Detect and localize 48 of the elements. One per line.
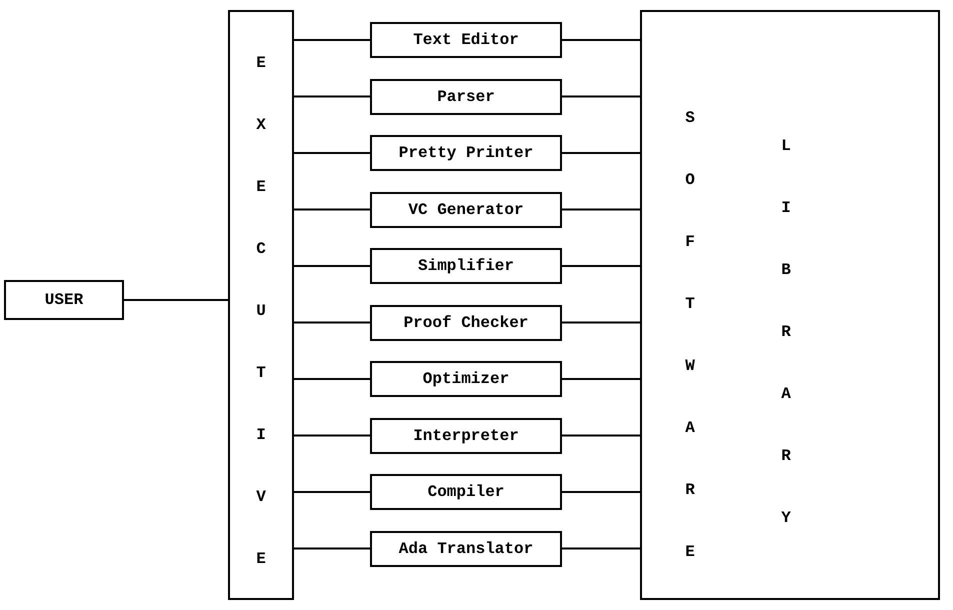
box-label: Compiler — [428, 483, 504, 501]
connector-line — [562, 265, 640, 267]
process-box — [370, 22, 562, 58]
process-box — [370, 361, 562, 397]
column-label: LIBRARY — [780, 136, 792, 529]
connector-line — [562, 208, 640, 210]
connector-line — [294, 96, 370, 98]
connector-line — [294, 208, 370, 210]
connector-line — [294, 378, 370, 380]
box-label: Parser — [437, 88, 495, 106]
box-label: Optimizer — [422, 370, 510, 388]
process-box — [370, 304, 562, 340]
connector-line — [562, 378, 640, 380]
column-label: SOFTWARE — [684, 108, 696, 563]
connector-line — [294, 152, 370, 154]
connector-line — [294, 265, 370, 267]
box-label: Text Editor — [413, 31, 519, 49]
connector-line — [562, 96, 640, 98]
box-label: VC Generator — [408, 200, 524, 218]
connector-line — [294, 491, 370, 493]
connector-line — [562, 548, 640, 550]
process-box — [370, 418, 562, 454]
connector-line — [562, 491, 640, 493]
connector-line — [562, 39, 640, 41]
box-label: Pretty Printer — [398, 144, 534, 162]
box-label: Proof Checker — [404, 314, 528, 332]
box-label: Interpreter — [413, 426, 519, 444]
process-box — [370, 135, 562, 171]
box-label: Simplifier — [418, 257, 514, 275]
executive-column — [228, 10, 294, 600]
process-box — [370, 78, 562, 114]
connector-line — [562, 434, 640, 436]
connector-line — [294, 322, 370, 324]
process-box — [370, 474, 562, 510]
box-label: USER — [44, 291, 84, 309]
process-box — [4, 280, 124, 320]
process-box — [370, 248, 562, 284]
connector-line — [562, 322, 640, 324]
library-column — [640, 10, 940, 600]
connector-line — [294, 39, 370, 41]
connector-line — [294, 434, 370, 436]
connector-line — [294, 548, 370, 550]
process-box — [370, 192, 562, 228]
box-label: Ada Translator — [398, 540, 534, 558]
connector-line — [124, 299, 228, 301]
connector-line — [562, 152, 640, 154]
process-box — [370, 530, 562, 566]
column-label: EXECUTIVE — [255, 53, 267, 570]
